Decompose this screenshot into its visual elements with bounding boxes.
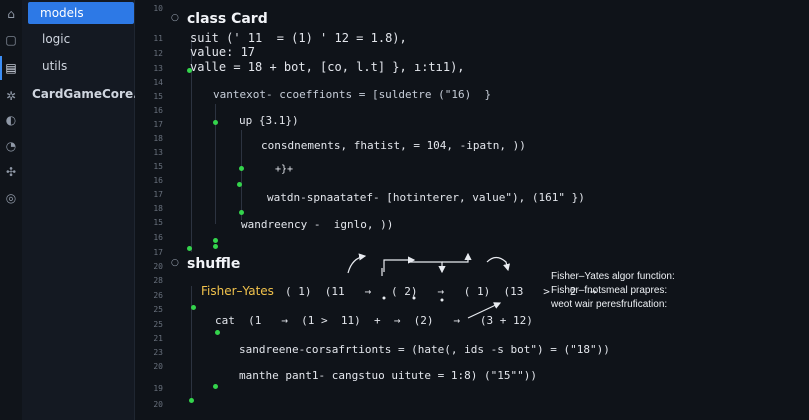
code-line: vantexot- ccoeffionts = [suldetre ("16) … (213, 88, 492, 101)
code-line: up {3.1}) (239, 114, 299, 127)
line-number: 20 (153, 262, 163, 271)
shuffle-header: shuffle (187, 256, 241, 272)
sidebar-item-utils[interactable]: utils (30, 55, 142, 77)
breakpoint-dot[interactable] (215, 330, 220, 335)
code-line: value: 17 (190, 45, 256, 59)
line-number: 15 (153, 92, 163, 101)
sidebar-item-label: CardGameCore.js (32, 87, 149, 101)
line-gutter: 10 11 12 13 14 15 16 17 18 13 15 16 17 1… (135, 0, 171, 420)
code-line: +}+ (275, 164, 294, 175)
breakpoint-dot[interactable] (239, 210, 244, 215)
line-number: 19 (153, 384, 163, 393)
annotation-note: Fisher–fnotsmeal prapres: (551, 285, 668, 296)
line-number: 20 (153, 400, 163, 409)
line-number: 16 (153, 233, 163, 242)
home-icon[interactable]: ⌂ (7, 7, 15, 21)
class-header: class Card (187, 11, 268, 27)
line-number: 17 (153, 248, 163, 257)
line-number: 10 (153, 4, 163, 13)
breakpoint-dot[interactable] (213, 120, 218, 125)
indent-guide (241, 130, 242, 220)
breakpoint-dot[interactable] (237, 182, 242, 187)
files-icon[interactable]: ▤ (5, 61, 17, 75)
line-number: 15 (153, 162, 163, 171)
breakpoint-dot[interactable] (239, 166, 244, 171)
gear-icon[interactable]: ✲ (5, 89, 17, 103)
code-line: watdn-spnaatatef- [hotinterer, value"), … (267, 191, 585, 204)
breakpoint-dot[interactable] (213, 238, 218, 243)
line-number: 25 (153, 305, 163, 314)
line-number: 21 (153, 334, 163, 343)
line-number: 25 (153, 320, 163, 329)
line-number: 15 (153, 218, 163, 227)
indent-guide (215, 104, 216, 224)
timer-icon[interactable]: ◔ (5, 139, 17, 153)
breakpoint-dot[interactable] (191, 305, 196, 310)
line-number: 28 (153, 276, 163, 285)
line-number: 13 (153, 64, 163, 73)
line-number: 11 (153, 34, 163, 43)
sidebar-item-label: logic (42, 32, 71, 46)
breakpoint-dot[interactable] (213, 244, 218, 249)
code-line: sandreene-corsafrtionts = (hate(, ids -s… (239, 343, 610, 356)
line-number: 26 (153, 291, 163, 300)
code-line: manthe pant1- cangstuo uitute = 1:8) ("1… (239, 369, 538, 382)
sidebar-item-label: models (40, 6, 84, 20)
annotation-note: weot wair peresfrufication: (551, 299, 668, 310)
annotation-note: Fisher–Yates algor function: (551, 271, 675, 282)
sidebar-item-logic[interactable]: logic (30, 28, 142, 50)
code-line: wandreency - ignlo, )) (241, 218, 394, 231)
sidebar-item-cardgamecore[interactable]: CardGameCore.js (20, 83, 149, 105)
activity-bar: ⌂ ▢ ▤ ✲ ◐ ◔ ✣ ◎ (0, 0, 23, 420)
line-number: 16 (153, 176, 163, 185)
code-line: suit (' 11 = (1) ' 12 = 1.8), (190, 31, 407, 45)
line-number: 17 (153, 120, 163, 129)
line-number: 18 (153, 134, 163, 143)
breakpoint-dot[interactable] (187, 246, 192, 251)
code-line: consdnements, fhatist, = 104, -ipatn, )) (261, 139, 526, 152)
code-editor[interactable]: 10 11 12 13 14 15 16 17 18 13 15 16 17 1… (135, 0, 809, 420)
code-line: ( 1) (11 → ( 2) → ( 1) (13 > 2 → (285, 285, 597, 298)
indent-guide (191, 40, 192, 252)
globe-icon[interactable]: ◎ (5, 191, 17, 205)
fold-chevron-icon[interactable]: ○ (171, 258, 179, 268)
sidebar-item-label: utils (42, 59, 68, 73)
line-number: 17 (153, 190, 163, 199)
fisher-label: Fisher–Yates (201, 284, 274, 298)
line-number: 23 (153, 348, 163, 357)
indent-guide (191, 286, 192, 402)
breakpoint-dot[interactable] (213, 384, 218, 389)
sidebar-item-models[interactable]: models (28, 2, 134, 24)
breakpoint-dot[interactable] (189, 398, 194, 403)
line-number: 13 (153, 148, 163, 157)
code-line: cat (1 → (1 > 11) + → (2) → (3 + 12) (215, 314, 533, 327)
explorer-sidebar: models logic utils CardGameCore.js (20, 0, 149, 420)
puzzle-icon[interactable]: ◐ (5, 113, 17, 127)
bug-icon[interactable]: ✣ (5, 165, 17, 179)
code-line: valle = 18 + bot, [co, l.t] }, ı:tı1), (190, 60, 465, 74)
line-number: 16 (153, 106, 163, 115)
active-indicator (0, 56, 2, 80)
folder-icon[interactable]: ▢ (5, 33, 17, 47)
line-number: 20 (153, 362, 163, 371)
fold-chevron-icon[interactable]: ○ (171, 13, 179, 23)
breakpoint-dot[interactable] (187, 68, 192, 73)
line-number: 14 (153, 78, 163, 87)
line-number: 12 (153, 49, 163, 58)
line-number: 18 (153, 204, 163, 213)
